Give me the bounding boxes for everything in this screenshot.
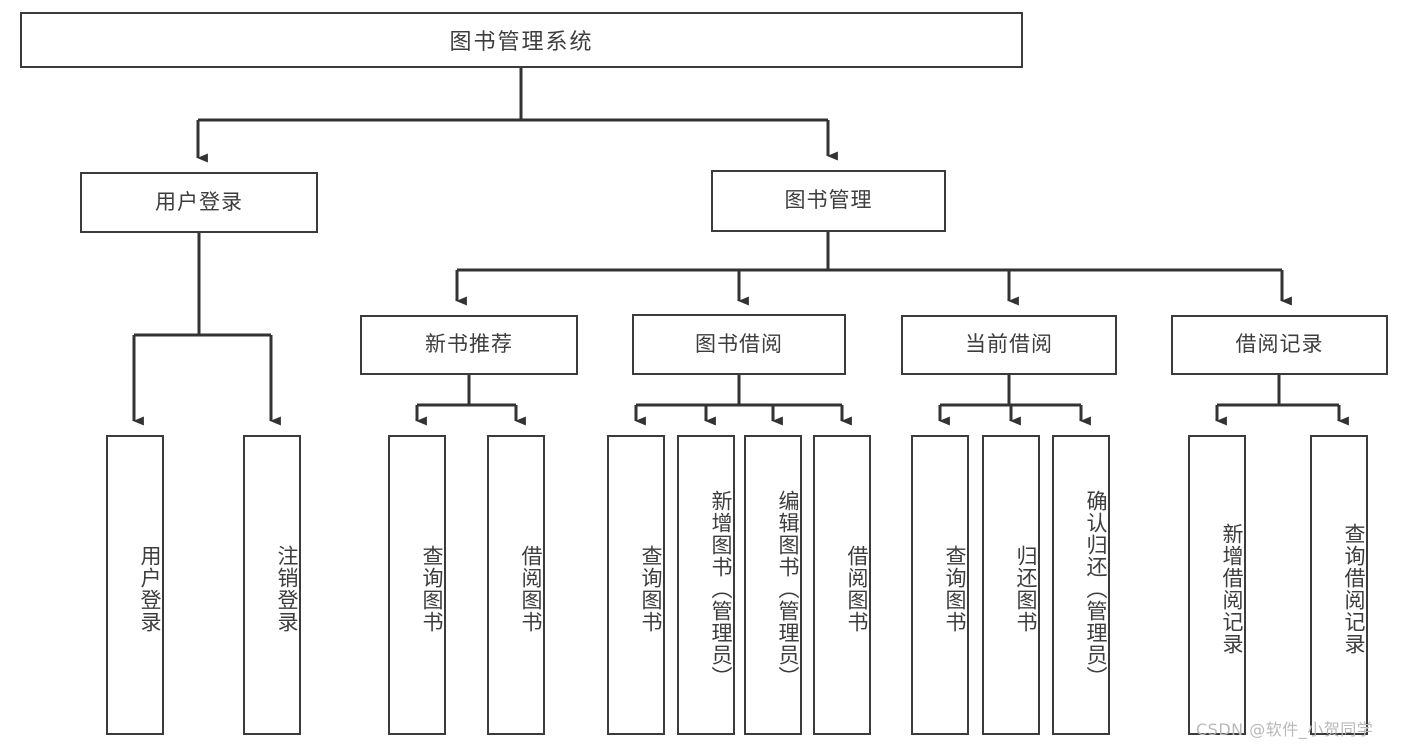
- node-record-add-label: 新增借阅记录: [1220, 523, 1244, 655]
- node-new-book-recommend-label: 新书推荐: [425, 332, 513, 357]
- node-borrow-add-book[interactable]: 新增图书（管理员）: [677, 435, 735, 735]
- node-root-label: 图书管理系统: [449, 30, 594, 55]
- node-root[interactable]: 图书管理系统: [20, 12, 1023, 68]
- node-current-confirm-label: 确认归还（管理员）: [1084, 490, 1108, 688]
- csdn-watermark: CSDN @软件_小贺同学: [1196, 720, 1374, 739]
- node-book-borrow[interactable]: 图书借阅: [632, 314, 846, 375]
- node-recommend-borrow-label: 借阅图书: [519, 545, 543, 633]
- node-user-logout[interactable]: 注销登录: [243, 435, 301, 735]
- node-borrow-record[interactable]: 借阅记录: [1171, 315, 1388, 375]
- node-borrow-do[interactable]: 借阅图书: [813, 435, 871, 735]
- node-record-add[interactable]: 新增借阅记录: [1188, 435, 1246, 735]
- node-record-query[interactable]: 查询借阅记录: [1310, 435, 1368, 735]
- node-current-query-label: 查询图书: [943, 545, 967, 633]
- node-borrow-query-label: 查询图书: [639, 545, 663, 633]
- node-current-borrow[interactable]: 当前借阅: [901, 315, 1117, 375]
- node-current-return[interactable]: 归还图书: [982, 435, 1040, 735]
- node-user-login-do-label: 用户登录: [138, 545, 162, 633]
- node-borrow-add-book-label: 新增图书（管理员）: [709, 490, 733, 688]
- node-current-return-label: 归还图书: [1014, 545, 1038, 633]
- node-book-manage[interactable]: 图书管理: [711, 170, 946, 232]
- node-recommend-query[interactable]: 查询图书: [388, 435, 446, 735]
- node-record-query-label: 查询借阅记录: [1342, 523, 1366, 655]
- node-new-book-recommend[interactable]: 新书推荐: [360, 315, 578, 375]
- node-current-query[interactable]: 查询图书: [911, 435, 969, 735]
- node-user-login-do[interactable]: 用户登录: [106, 435, 164, 735]
- node-user-logout-label: 注销登录: [275, 545, 299, 633]
- node-book-borrow-label: 图书借阅: [695, 331, 783, 356]
- node-book-manage-label: 图书管理: [784, 188, 873, 213]
- node-user-login-label: 用户登录: [155, 189, 243, 214]
- node-current-confirm[interactable]: 确认归还（管理员）: [1052, 435, 1110, 735]
- node-recommend-query-label: 查询图书: [420, 545, 444, 633]
- node-borrow-query[interactable]: 查询图书: [607, 435, 665, 735]
- node-borrow-edit-book-label: 编辑图书（管理员）: [776, 490, 800, 688]
- node-borrow-edit-book[interactable]: 编辑图书（管理员）: [744, 435, 802, 735]
- node-recommend-borrow[interactable]: 借阅图书: [487, 435, 545, 735]
- node-user-login[interactable]: 用户登录: [80, 172, 318, 233]
- node-borrow-do-label: 借阅图书: [845, 545, 869, 633]
- node-borrow-record-label: 借阅记录: [1235, 332, 1324, 357]
- node-current-borrow-label: 当前借阅: [965, 332, 1053, 357]
